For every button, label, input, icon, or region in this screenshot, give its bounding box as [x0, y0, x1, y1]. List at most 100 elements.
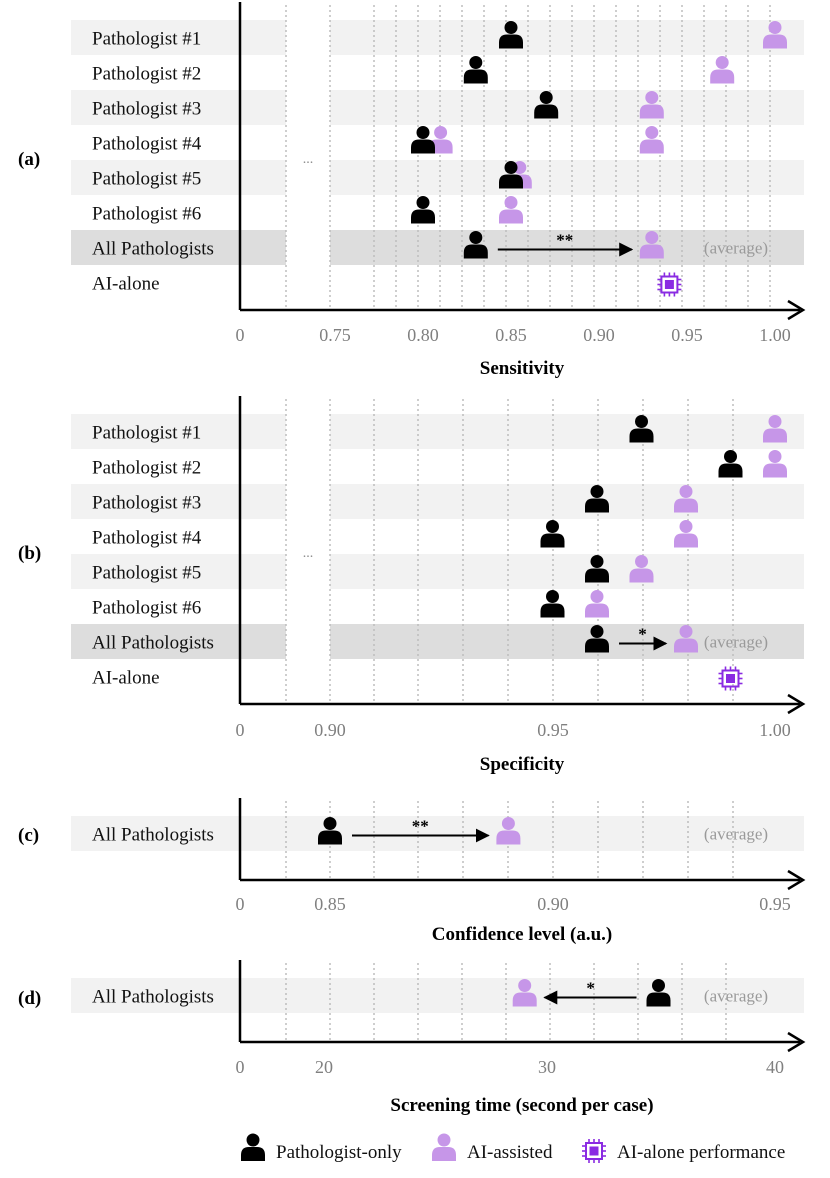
tick-label: 0: [236, 325, 245, 345]
tick-label: 0.80: [407, 325, 439, 345]
row-label: All Pathologists: [92, 825, 214, 846]
pathologist-only-marker: [411, 126, 435, 154]
row-label: Pathologist #4: [92, 528, 202, 549]
x-axis-arrowhead: [787, 1031, 806, 1053]
legend-ai-alone-chip-icon: [582, 1139, 606, 1163]
tick-label: 0: [236, 1057, 245, 1077]
tick-label: 0.90: [583, 325, 615, 345]
x-axis-title: Confidence level (a.u.): [432, 924, 612, 945]
axis-break-gap: [286, 399, 330, 703]
pathologist-only-marker: [318, 817, 342, 845]
tick-label: 0.85: [314, 894, 346, 914]
ai-alone-chip-icon: [718, 666, 743, 691]
tick-label: 30: [538, 1057, 556, 1077]
row-label: Pathologist #6: [92, 204, 201, 225]
ai-assisted-marker: [763, 450, 787, 478]
pathologist-only-marker: [540, 520, 565, 548]
x-axis-title: Sensitivity: [480, 358, 565, 379]
ai-assisted-marker: [763, 21, 787, 49]
pathologist-only-marker: [585, 625, 609, 653]
row-label: Pathologist #6: [92, 598, 201, 619]
pathologist-only-marker: [534, 91, 559, 119]
x-axis-arrowhead: [787, 299, 806, 321]
row-label: All Pathologists: [92, 239, 214, 260]
row-label: Pathologist #3: [92, 99, 201, 120]
row-label: Pathologist #5: [92, 563, 201, 584]
ai-assisted-marker: [674, 625, 698, 653]
legend-ai-assisted-icon: [432, 1133, 456, 1161]
pathologist-only-marker: [629, 415, 654, 443]
x-axis-arrowhead: [787, 869, 806, 891]
tick-label: 0.75: [319, 325, 351, 345]
pathologist-only-marker: [585, 555, 609, 583]
row-label: Pathologist #2: [92, 64, 201, 85]
panel-label: (d): [18, 988, 41, 1009]
x-axis-title: Specificity: [480, 754, 565, 775]
ai-assisted-marker: [763, 415, 787, 443]
row-label: Pathologist #4: [92, 134, 202, 155]
average-note: (average): [704, 825, 768, 844]
pathologist-only-person-icon: [241, 1133, 265, 1161]
ai-assisted-marker: [585, 590, 609, 618]
tick-label: 0.95: [671, 325, 703, 345]
pathologist-only-marker: [540, 590, 565, 618]
significance-marker: *: [586, 979, 595, 998]
ai-assisted-person-icon: [432, 1133, 456, 1161]
ai-assisted-marker: [639, 231, 664, 259]
ai-alone-chip-icon: [657, 272, 682, 297]
ai-assisted-marker: [639, 126, 664, 154]
ai-assisted-marker: [496, 817, 521, 845]
ai-assisted-marker: [512, 979, 537, 1007]
tick-label: 0.90: [314, 720, 346, 740]
significance-marker: **: [556, 231, 573, 250]
legend-pathologist-only: Pathologist-only: [276, 1142, 402, 1163]
row-band: [71, 414, 804, 449]
tick-label: 0: [236, 720, 245, 740]
pathologist-only-marker: [499, 161, 523, 189]
tick-label: 0.85: [495, 325, 527, 345]
ai-assisted-marker: [639, 91, 664, 119]
row-label: Pathologist #2: [92, 458, 201, 479]
tick-label: 0.90: [537, 894, 569, 914]
pathologist-only-marker: [463, 231, 488, 259]
axis-break-gap: [286, 5, 330, 309]
ai-assisted-marker: [629, 555, 654, 583]
significance-marker: *: [638, 625, 647, 644]
legend: Pathologist-only AI-assisted AI-alone pe…: [241, 1133, 785, 1163]
panel-label: (c): [18, 825, 39, 846]
row-label: AI-alone: [92, 668, 160, 689]
row-label: Pathologist #3: [92, 493, 201, 514]
pathologist-only-marker: [463, 56, 488, 84]
average-note: (average): [704, 633, 768, 652]
ai-assisted-marker: [710, 56, 735, 84]
row-label: All Pathologists: [92, 987, 214, 1008]
tick-label: 1.00: [759, 325, 791, 345]
tick-label: 1.00: [759, 720, 791, 740]
significance-marker: **: [412, 817, 429, 836]
x-axis-title: Screening time (second per case): [390, 1095, 653, 1116]
tick-label: 0.95: [537, 720, 569, 740]
legend-pathologist-only-icon: [241, 1133, 265, 1161]
row-label: AI-alone: [92, 274, 160, 295]
ai-assisted-marker: [674, 520, 698, 548]
panel-label: (a): [18, 149, 40, 170]
x-axis-arrowhead: [787, 693, 806, 715]
average-band: [71, 816, 804, 851]
pathologist-only-marker: [499, 21, 523, 49]
row-label: All Pathologists: [92, 633, 214, 654]
tick-label: 0: [236, 894, 245, 914]
pathologist-only-marker: [411, 196, 435, 224]
row-band: [71, 554, 804, 589]
row-label: Pathologist #5: [92, 169, 201, 190]
pathologist-only-marker: [646, 979, 671, 1007]
tick-label: 0.95: [759, 894, 791, 914]
ai-chip-icon: [582, 1139, 606, 1163]
tick-label: 20: [315, 1057, 333, 1077]
pathologist-only-marker: [585, 485, 609, 513]
row-label: Pathologist #1: [92, 423, 201, 444]
